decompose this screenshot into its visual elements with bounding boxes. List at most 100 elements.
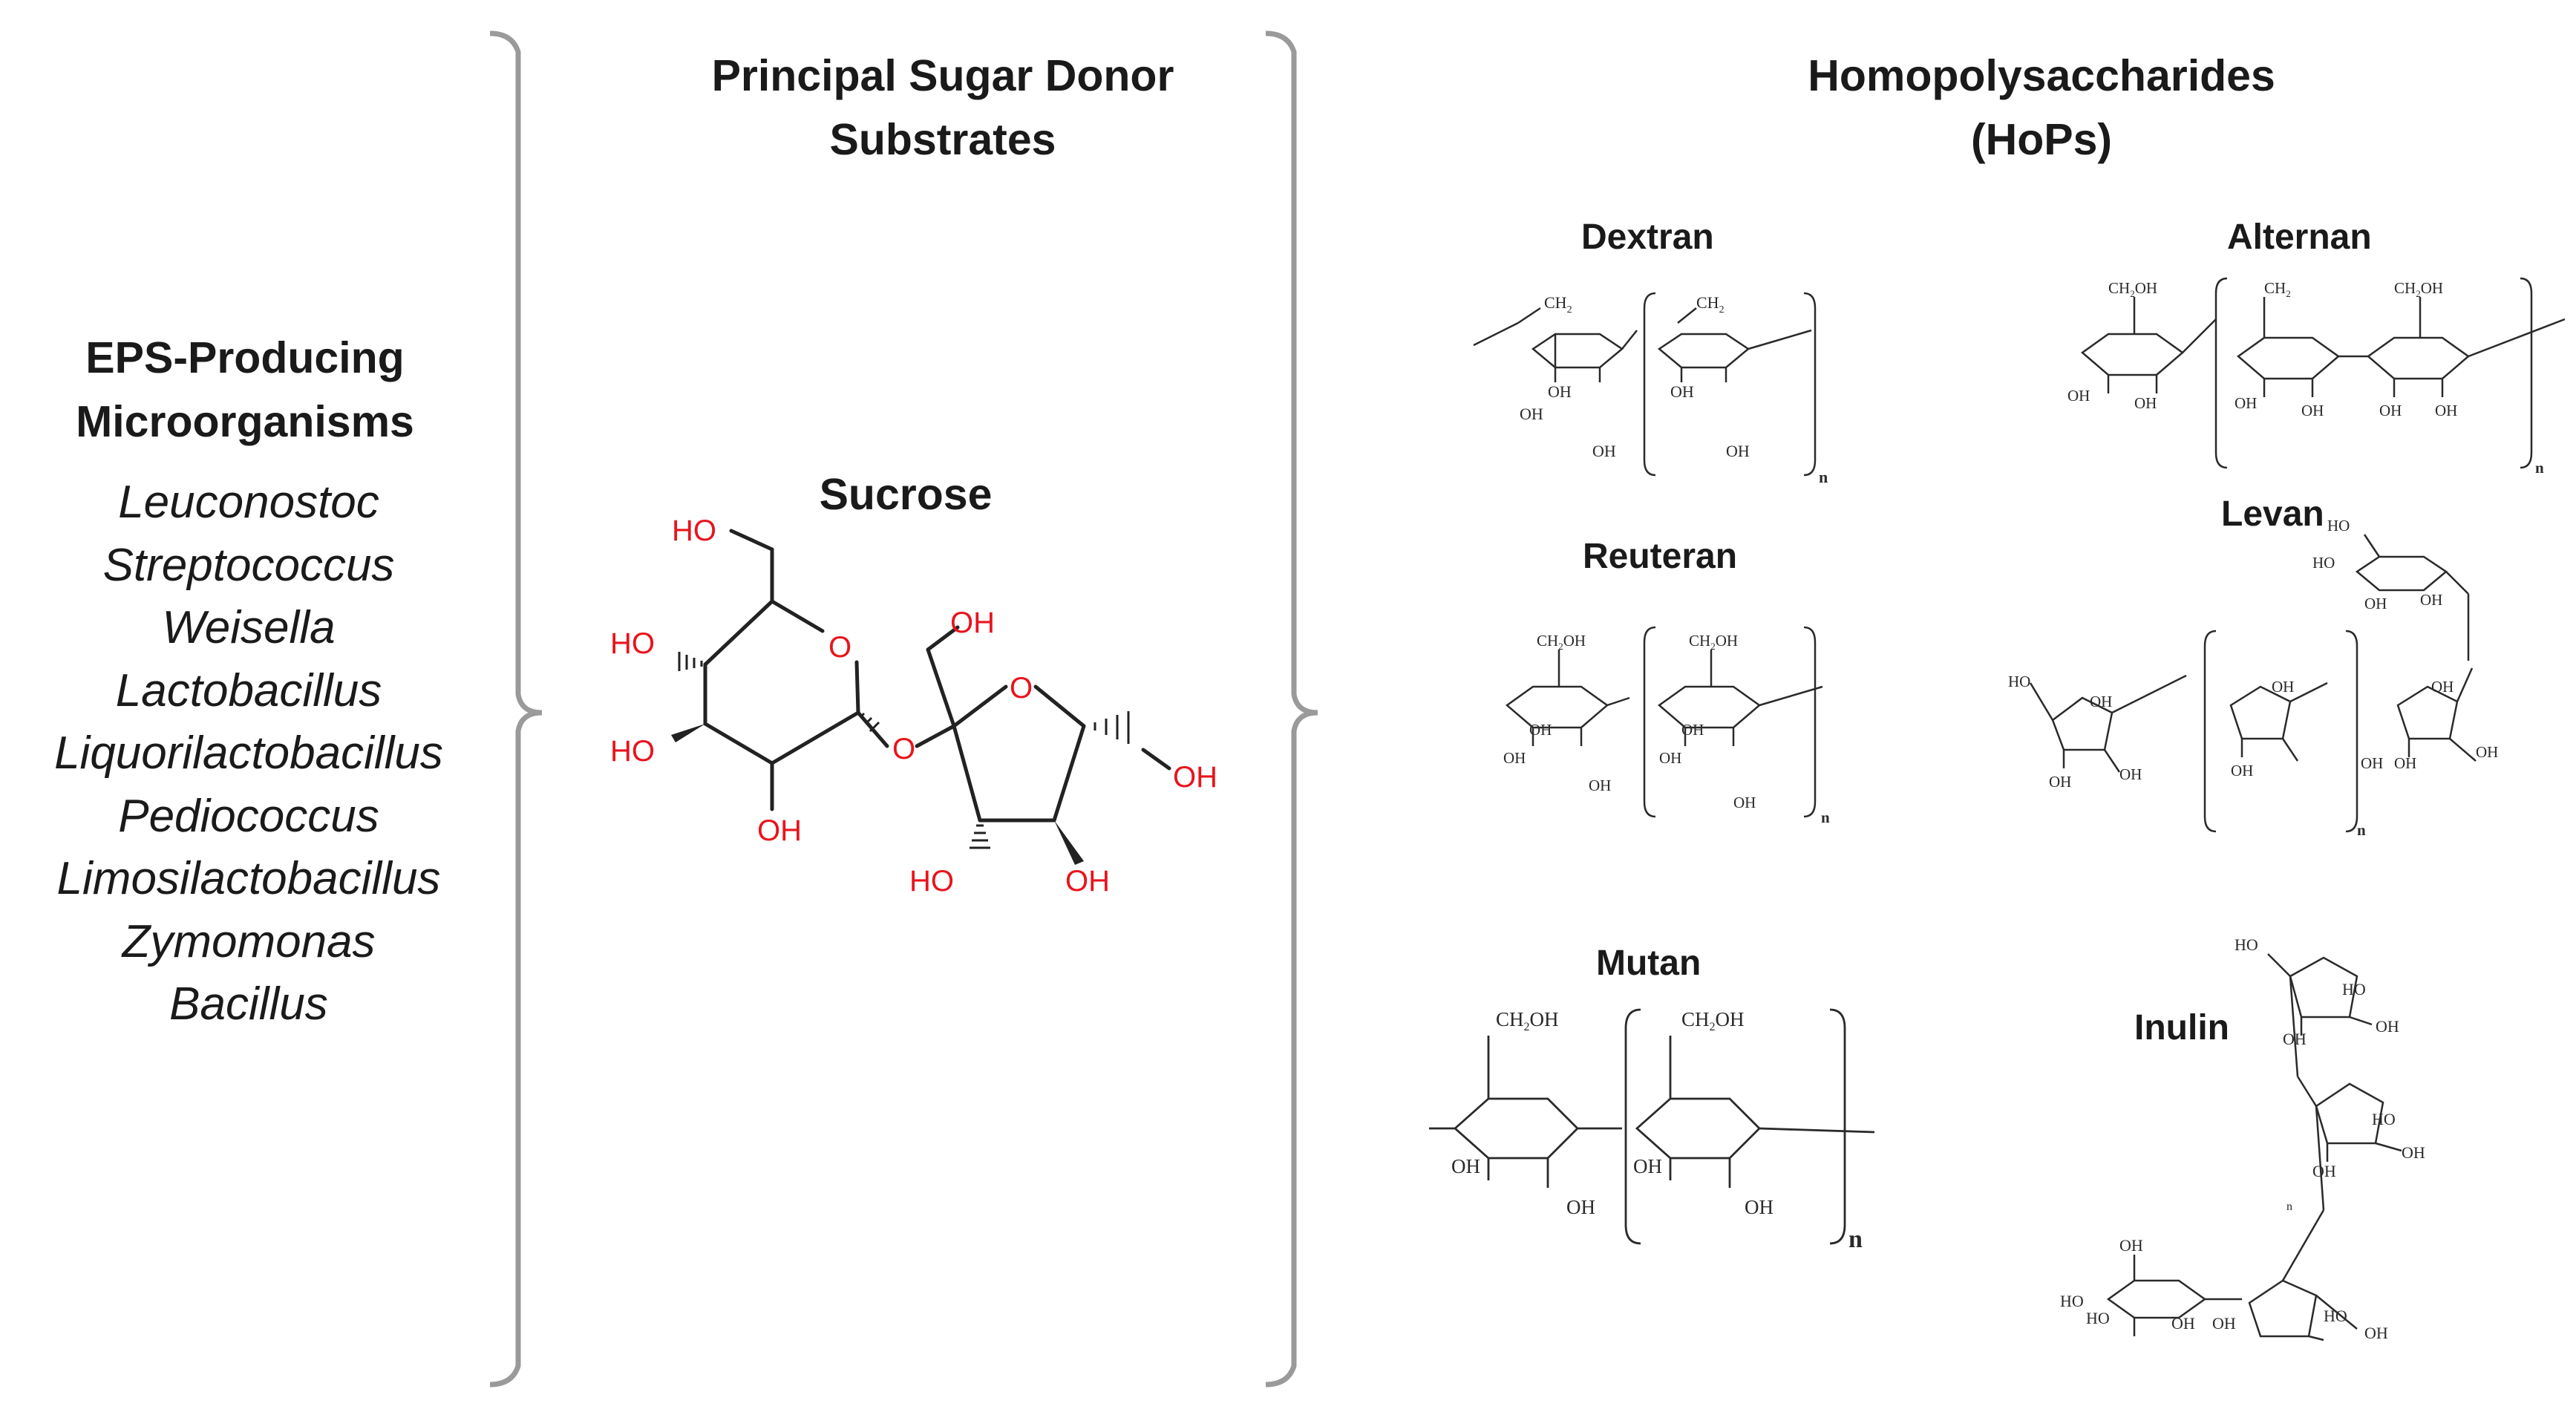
- levan-ho-3: HO: [2008, 673, 2030, 690]
- dextran-structure: CH2 CH2 OH OH OH OH OH n: [1473, 292, 1828, 486]
- hops-title-line2: (HoPs): [1970, 114, 2113, 164]
- alternan-ch2: CH2: [2264, 279, 2291, 299]
- sucrose-ho-c3: HO: [610, 735, 655, 768]
- inulin-oh-6: OH: [2171, 1314, 2195, 1333]
- sucrose-oh-f6: OH: [1173, 761, 1217, 794]
- mutan-label: Mutan: [1596, 944, 1701, 983]
- genus-item: Weisella: [162, 602, 336, 653]
- alternan-label: Alternan: [2227, 218, 2372, 257]
- sucrose-ho-c4: HO: [610, 627, 655, 660]
- reuteran-ch2oh-2: CH2OH: [1689, 632, 1738, 652]
- dextran-oh-5: OH: [1726, 442, 1750, 460]
- reuteran-label: Reuteran: [1583, 537, 1738, 576]
- inulin-n: n: [2286, 1200, 2292, 1213]
- levan-oh-6: OH: [2272, 678, 2294, 696]
- levan-label: Levan: [2221, 494, 2324, 534]
- organisms-title-line2: Microorganisms: [76, 396, 414, 446]
- genus-item: Streptococcus: [102, 539, 395, 591]
- genus-item: Leuconostoc: [118, 477, 379, 528]
- genus-item: Pediococcus: [118, 790, 379, 842]
- sucrose-ho-c6: HO: [672, 514, 716, 547]
- inulin-label: Inulin: [2134, 1008, 2229, 1047]
- reuteran-n: n: [1821, 808, 1830, 826]
- levan-oh-11: OH: [2476, 743, 2498, 761]
- dextran-oh-1: OH: [1520, 405, 1543, 423]
- sucrose-ring-o: O: [828, 631, 851, 664]
- reuteran-oh-5: OH: [1659, 749, 1681, 767]
- sucrose-oh-c2: OH: [757, 814, 802, 847]
- mutan-oh-4: OH: [1745, 1196, 1774, 1218]
- genus-item: Liquorilactobacillus: [54, 728, 443, 779]
- mutan-structure: CH2OH CH2OH OH OH OH OH n: [1429, 1008, 1875, 1253]
- alternan-oh-6: OH: [2435, 402, 2457, 419]
- alternan-oh-1: OH: [2067, 387, 2090, 405]
- dextran-n: n: [1819, 468, 1828, 486]
- reuteran-oh-3: OH: [1589, 777, 1611, 794]
- inulin-structure: HO HO OH OH HO OH OH n OH HO HO OH OH HO…: [2060, 935, 2425, 1342]
- levan-ho-1: HO: [2327, 517, 2350, 535]
- reuteran-oh-2: OH: [1503, 749, 1526, 767]
- dextran-ch2: CH2: [1544, 293, 1572, 316]
- genus-item: Bacillus: [169, 978, 328, 1030]
- sucrose-oh-f1: OH: [950, 607, 995, 639]
- hops-title-line1: Homopolysaccharides: [1808, 51, 2275, 100]
- alternan-structure: CH2OH CH2 CH2OH OH OH OH OH OH OH n: [2067, 277, 2566, 477]
- dextran-oh-2: OH: [1548, 382, 1572, 401]
- levan-n: n: [2357, 821, 2366, 839]
- organisms-title: EPS-Producing Microorganisms: [0, 327, 490, 454]
- left-section-bracket: [489, 30, 543, 1388]
- hops-title: Homopolysaccharides (HoPs): [1707, 45, 2376, 171]
- inulin-ho-2: HO: [2342, 980, 2366, 998]
- mutan-ch2oh-1: CH2OH: [1496, 1008, 1559, 1033]
- genus-item: Limosilactobacillus: [56, 853, 441, 904]
- sucrose-furan-o: O: [1010, 672, 1033, 705]
- sucrose-label: Sucrose: [819, 470, 993, 519]
- mutan-ch2oh-2: CH2OH: [1681, 1008, 1745, 1033]
- inulin-oh-5: OH: [2119, 1236, 2143, 1255]
- inulin-oh-4: OH: [2402, 1143, 2425, 1162]
- inulin-oh-8: OH: [2364, 1324, 2388, 1342]
- mutan-oh-2: OH: [1566, 1196, 1595, 1218]
- genus-item: Lactobacillus: [115, 664, 382, 716]
- mutan-oh-1: OH: [1451, 1155, 1480, 1177]
- levan-oh-5: OH: [2119, 765, 2142, 783]
- dextran-oh-3: OH: [1592, 442, 1616, 460]
- organisms-title-line1: EPS-Producing: [85, 333, 405, 382]
- genus-list: Leuconostoc Streptococcus Weisella Lacto…: [0, 471, 497, 1036]
- alternan-oh-2: OH: [2134, 394, 2157, 412]
- sucrose-oh-f4: OH: [1065, 865, 1110, 898]
- mutan-oh-3: OH: [1633, 1155, 1662, 1177]
- middle-section-bracket: [1265, 30, 1318, 1388]
- substrates-title: Principal Sugar Donor Substrates: [564, 45, 1321, 171]
- sucrose-glycosidic-o: O: [892, 733, 915, 765]
- levan-structure: HO HO OH OH HO OH OH OH OH OH OH OH OH O…: [2008, 517, 2498, 839]
- levan-oh-3: OH: [2090, 693, 2112, 710]
- reuteran-oh-1: OH: [1529, 721, 1552, 739]
- inulin-oh-2: OH: [2376, 1017, 2399, 1036]
- dextran-label: Dextran: [1581, 218, 1714, 257]
- inulin-ho-3: HO: [2372, 1110, 2396, 1128]
- inulin-ho-5: HO: [2086, 1309, 2110, 1327]
- levan-oh-1: OH: [2364, 595, 2387, 612]
- alternan-oh-3: OH: [2235, 394, 2257, 412]
- inulin-ho-1: HO: [2235, 935, 2258, 954]
- reuteran-oh-4: OH: [1681, 721, 1704, 739]
- inulin-ho-6: HO: [2324, 1307, 2347, 1325]
- substrates-title-line2: Substrates: [829, 114, 1056, 164]
- levan-oh-8: OH: [2361, 754, 2383, 772]
- levan-oh-9: OH: [2431, 678, 2454, 696]
- levan-oh-10: OH: [2394, 754, 2416, 772]
- sucrose-structure: HO HO HO OH O O OH O OH HO OH: [610, 514, 1217, 898]
- alternan-ch2oh-1: CH2OH: [2108, 279, 2157, 299]
- reuteran-oh-6: OH: [1733, 794, 1756, 811]
- levan-oh-7: OH: [2231, 762, 2253, 779]
- inulin-oh-1: OH: [2283, 1030, 2307, 1048]
- sucrose-ho-f3: HO: [909, 865, 954, 898]
- reuteran-ch2oh-1: CH2OH: [1537, 632, 1586, 652]
- substrates-title-line1: Principal Sugar Donor: [711, 51, 1174, 100]
- dextran-oh-4: OH: [1670, 382, 1694, 401]
- levan-oh-4: OH: [2049, 773, 2071, 791]
- dextran-ch2-repeat: CH2: [1696, 293, 1725, 316]
- alternan-oh-4: OH: [2301, 402, 2324, 419]
- inulin-oh-7: OH: [2212, 1314, 2236, 1333]
